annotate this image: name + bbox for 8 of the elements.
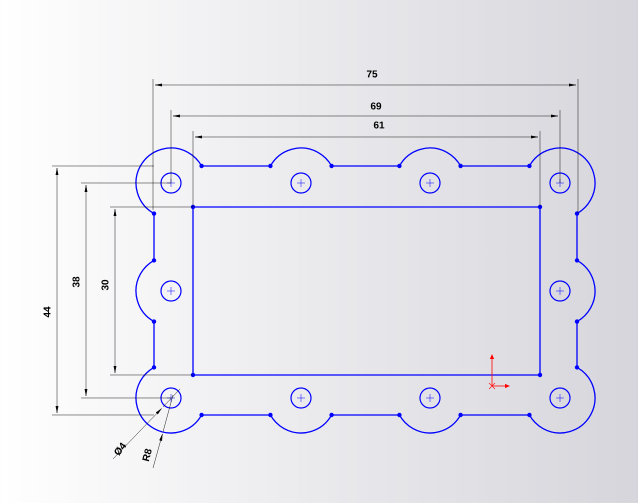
dimension-value: R8 [142, 448, 152, 462]
dimension-value: 69 [370, 102, 382, 110]
dimension-value: 30 [101, 280, 109, 290]
dimension-value: 75 [366, 70, 378, 78]
dimension-value: 61 [374, 121, 384, 129]
dimension-value: Ø4 [114, 442, 126, 456]
dimension-value: 38 [72, 276, 80, 288]
dimension-value: 44 [44, 306, 50, 318]
